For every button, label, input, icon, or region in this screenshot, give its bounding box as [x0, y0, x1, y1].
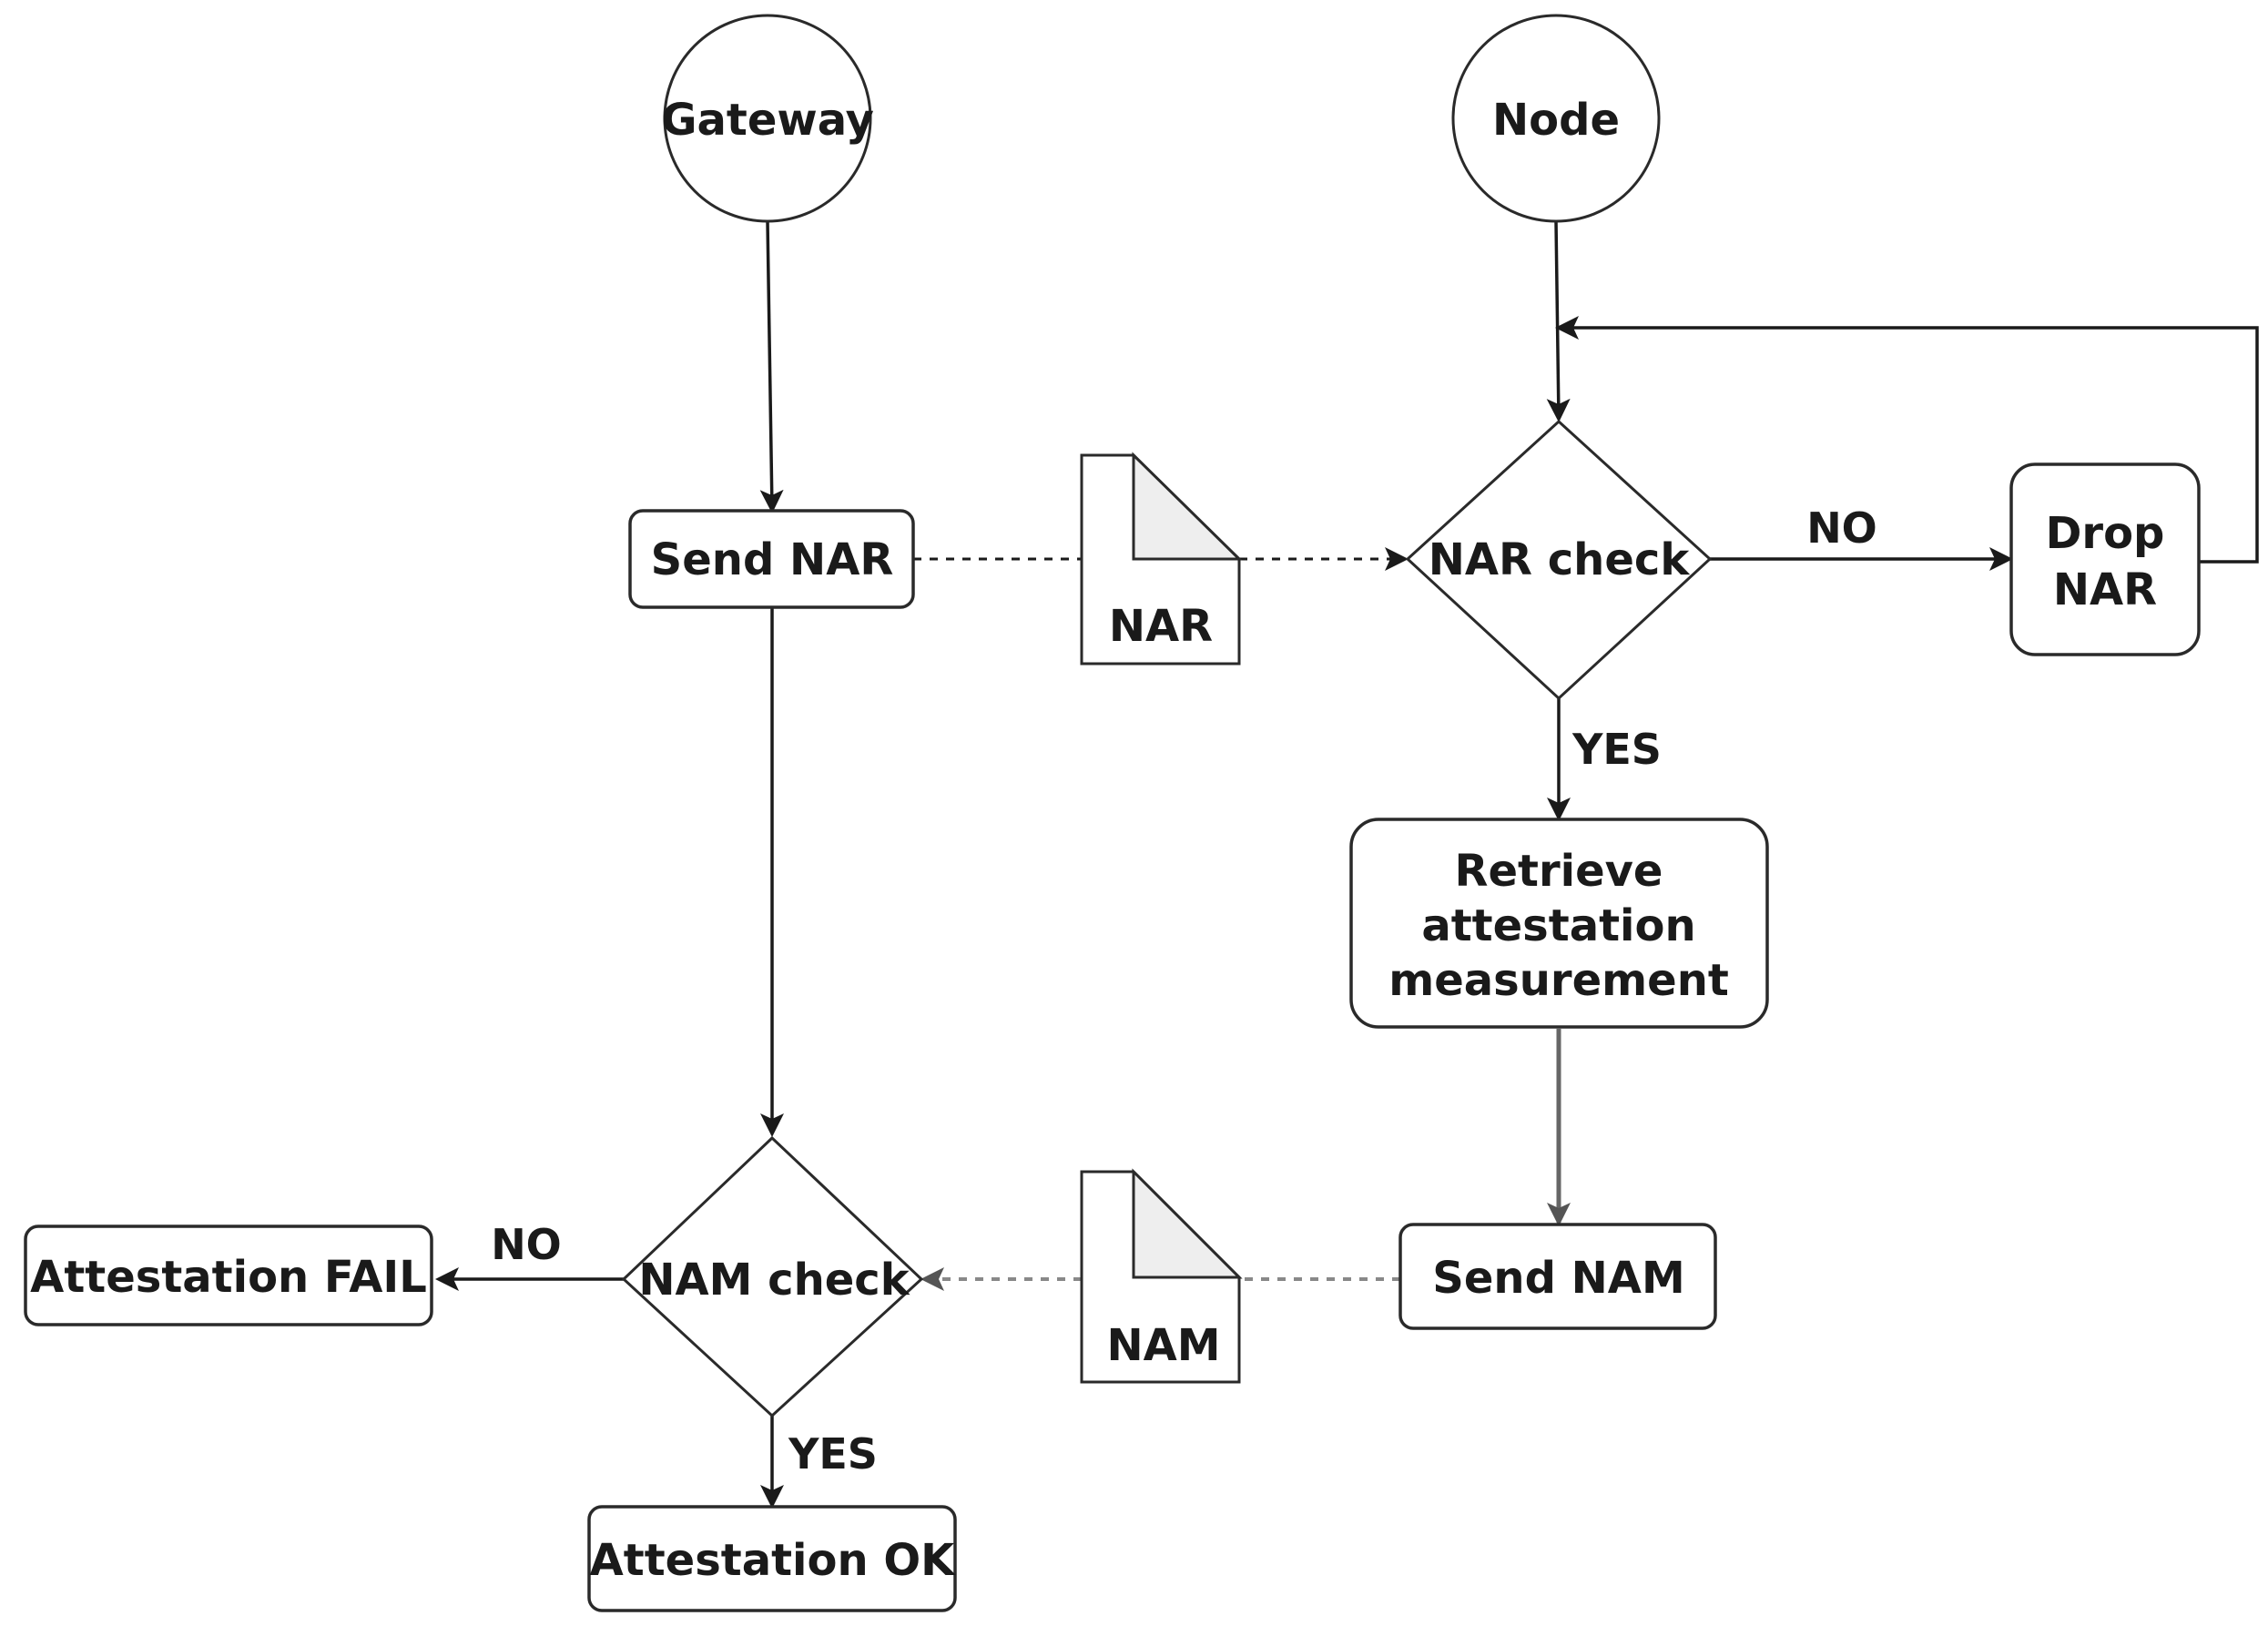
edge-gateway-to-send-nar — [759, 220, 784, 513]
retrieve-label-line2: attestation — [1421, 900, 1695, 951]
attestation-ok-box: Attestation OK — [587, 1505, 957, 1612]
drop-nar-box: Drop NAR — [2009, 462, 2201, 656]
retrieve-measurement-box: Retrieve attestation measurement — [1349, 818, 1769, 1029]
edge-node-to-nar-check — [1546, 220, 1571, 422]
drop-nar-label-line1: Drop — [2046, 508, 2165, 559]
nar-check-yes-label: YES — [1571, 725, 1662, 774]
drop-nar-label-line2: NAR — [2053, 564, 2157, 615]
nam-check-decision: NAM check — [621, 1135, 924, 1418]
gateway-label: Gateway — [661, 95, 874, 146]
nam-check-yes-label: YES — [788, 1429, 878, 1479]
attestation-fail-box: Attestation FAIL — [24, 1225, 433, 1326]
attestation-ok-label: Attestation OK — [590, 1535, 957, 1586]
nam-document-label: NAM — [1106, 1320, 1220, 1371]
nam-document: NAM — [1080, 1168, 1243, 1384]
send-nam-box: Send NAM — [1398, 1223, 1717, 1330]
nar-check-no-label: NO — [1806, 503, 1877, 553]
retrieve-label-line1: Retrieve — [1455, 846, 1663, 897]
send-nar-box: Send NAR — [628, 509, 915, 609]
send-nam-label: Send NAM — [1432, 1253, 1684, 1304]
nar-check-label: NAR check — [1429, 534, 1691, 585]
nam-check-no-label: NO — [491, 1220, 562, 1269]
retrieve-label-line3: measurement — [1388, 955, 1729, 1006]
nar-check-decision: NAR check — [1405, 419, 1713, 701]
edge-drop-nar-loop-back — [1555, 316, 2259, 564]
attestation-fail-label: Attestation FAIL — [30, 1252, 427, 1303]
node-node: Node — [1451, 14, 1661, 223]
nar-document-label: NAR — [1109, 601, 1213, 652]
nam-check-label: NAM check — [638, 1255, 910, 1306]
send-nar-label: Send NAR — [651, 534, 894, 585]
node-label: Node — [1492, 95, 1620, 146]
nar-document: NAR — [1080, 452, 1243, 666]
gateway-node: Gateway — [661, 14, 874, 223]
